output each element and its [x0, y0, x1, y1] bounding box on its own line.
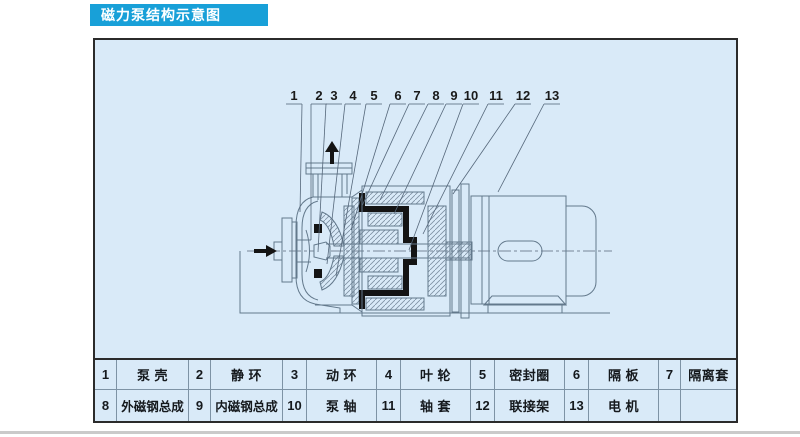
part-name-cell [681, 390, 736, 421]
callout-number: 1 [290, 88, 297, 103]
outlet-arrow-icon [325, 141, 339, 164]
isolation-sleeve [359, 193, 417, 309]
part-number-cell: 5 [471, 360, 495, 390]
part-number-cell: 7 [659, 360, 681, 390]
part-name-cell: 隔离套 [681, 360, 736, 390]
callout-number: 9 [450, 88, 457, 103]
pump-diagram: 1 2 3 4 5 6 7 8 9 10 11 12 13 [239, 88, 612, 319]
parts-table: 1 泵 壳 2 静 环 3 动 环 4 叶 轮 5 密封圈 6 隔 板 7 隔离… [95, 358, 736, 421]
part-name-cell: 外磁钢总成 [117, 390, 189, 421]
part-number-cell: 11 [377, 390, 401, 421]
inlet-arrow-icon [254, 245, 277, 257]
header-bar: 磁力泵结构示意图 [90, 4, 268, 26]
diagram-panel: 1 2 3 4 5 6 7 8 9 10 11 12 13 1 泵 壳 2 静 … [93, 38, 738, 423]
callout-number: 2 [315, 88, 322, 103]
outlet-assembly [305, 162, 353, 200]
part-number-cell [659, 390, 681, 421]
part-name-cell: 泵 轴 [307, 390, 377, 421]
callout-number: 13 [545, 88, 559, 103]
part-name-cell: 轴 套 [401, 390, 471, 421]
callout-number: 8 [432, 88, 439, 103]
part-name-cell: 密封圈 [495, 360, 565, 390]
pump-base [239, 251, 610, 314]
callout-number: 5 [370, 88, 377, 103]
motor-keyway-slot [497, 240, 543, 262]
callout-numbers: 1 2 3 4 5 6 7 8 9 10 11 12 13 [290, 88, 559, 103]
part-name-cell: 叶 轮 [401, 360, 471, 390]
part-number-cell: 13 [565, 390, 589, 421]
part-number-cell: 12 [471, 390, 495, 421]
part-number-cell: 8 [95, 390, 117, 421]
seal-rings [314, 224, 322, 278]
callout-number: 3 [330, 88, 337, 103]
part-number-cell: 10 [283, 390, 307, 421]
part-number-cell: 9 [189, 390, 211, 421]
motor [470, 195, 597, 314]
callout-number: 6 [394, 88, 401, 103]
part-number-cell: 4 [377, 360, 401, 390]
inlet-assembly [273, 217, 311, 283]
part-name-cell: 动 环 [307, 360, 377, 390]
part-name-cell: 隔 板 [589, 360, 659, 390]
callout-number: 4 [349, 88, 357, 103]
pump-casing [295, 189, 363, 313]
part-name-cell: 泵 壳 [117, 360, 189, 390]
part-number-cell: 6 [565, 360, 589, 390]
bottom-divider [0, 431, 800, 434]
callout-number: 11 [489, 88, 503, 103]
part-name-cell: 联接架 [495, 390, 565, 421]
part-name-cell: 内磁钢总成 [211, 390, 283, 421]
part-number-cell: 1 [95, 360, 117, 390]
inner-magnet-assembly [359, 212, 403, 290]
callout-number: 10 [464, 88, 478, 103]
motor-foot [482, 295, 568, 306]
callout-leader-lines [286, 103, 560, 277]
callout-number: 12 [516, 88, 530, 103]
part-number-cell: 3 [283, 360, 307, 390]
outer-magnet-assembly [361, 185, 473, 317]
part-number-cell: 2 [189, 360, 211, 390]
part-name-cell: 电 机 [589, 390, 659, 421]
callout-number: 7 [413, 88, 420, 103]
page-title: 磁力泵结构示意图 [101, 7, 221, 23]
part-name-cell: 静 环 [211, 360, 283, 390]
partition-plate [351, 197, 360, 305]
